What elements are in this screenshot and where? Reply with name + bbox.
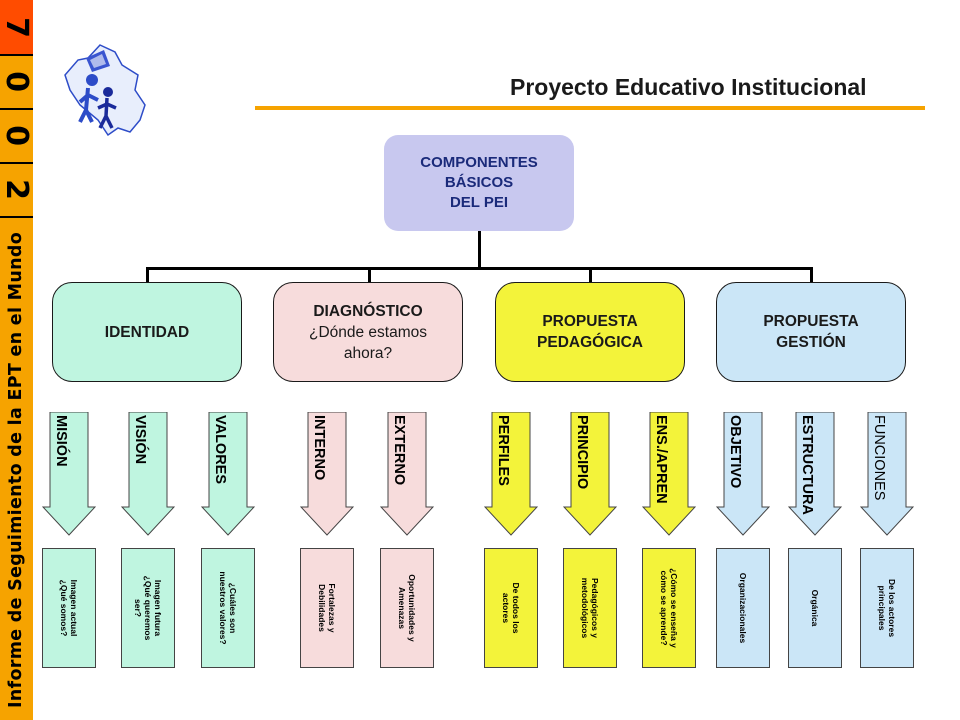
arrow-label: FUNCIONES: [871, 415, 887, 501]
year-digit: 0: [0, 70, 34, 92]
detail-box-interno: Fortalezas y Debilidades: [300, 548, 354, 668]
connector-drop: [810, 267, 813, 282]
branch-propuesta-gestion: PROPUESTA GESTIÓN: [716, 282, 906, 382]
branch-diagnostico: DIAGNÓSTICO ¿Dónde estamos ahora?: [273, 282, 463, 382]
detail-box-externo: Oportunidades y Amenazas: [380, 548, 434, 668]
sidebar-title-text: Informe de Seguimiento de la EPT en el M…: [6, 231, 26, 709]
arrow-label: PRINCIPIO: [574, 415, 590, 490]
connector-drop: [146, 267, 149, 282]
detail-box-estructura: Orgánica: [788, 548, 842, 668]
detail-box-perfiles: De todos los actores: [484, 548, 538, 668]
branch-propuesta-pedagogica: PROPUESTA PEDAGÓGICA: [495, 282, 685, 382]
detail-text: ¿Cómo se enseña y cómo se aprende?: [659, 568, 679, 648]
year-digit: 0: [0, 124, 34, 146]
detail-text: Orgánica: [810, 589, 820, 627]
branch-label: PROPUESTA PEDAGÓGICA: [537, 313, 643, 351]
detail-box-valores: ¿Cuáles son nuestros valores?: [201, 548, 255, 668]
detail-text: Pedagógicos y metodológicos: [580, 577, 600, 639]
detail-text: Oportunidades y Amenazas: [397, 574, 417, 642]
arrow-label: OBJETIVO: [727, 415, 743, 489]
peru-map-logo: [64, 44, 146, 137]
detail-box-funciones: De los actores principales: [860, 548, 914, 668]
detail-text: Organizacionales: [738, 572, 748, 644]
branch-label: DIAGNÓSTICO: [313, 302, 423, 320]
year-digit: 2: [0, 178, 34, 200]
detail-box-mision: Imagen actual ¿Qué somos?: [42, 548, 96, 668]
branch-label: PROPUESTA GESTIÓN: [763, 313, 859, 351]
connector-vertical: [478, 231, 481, 268]
branch-identidad: IDENTIDAD: [52, 282, 242, 382]
title-underline: [255, 106, 925, 110]
sidebar-band: 7 0 0 2 Informe de Seguimiento de la EPT…: [0, 0, 34, 720]
page-title: Proyecto Educativo Institucional: [510, 74, 867, 100]
detail-box-ens-apren: ¿Cómo se enseña y cómo se aprende?: [642, 548, 696, 668]
branch-sublabel: ¿Dónde estamos ahora?: [308, 323, 428, 362]
year-digit-box: 2: [0, 162, 34, 218]
arrow-label: VISIÓN: [132, 415, 148, 465]
detail-box-objetivo: Organizacionales: [716, 548, 770, 668]
branch-label: IDENTIDAD: [104, 323, 190, 341]
year-digit-box: 7: [0, 0, 34, 56]
arrow-label: PERFILES: [495, 415, 511, 486]
arrow-label: ESTRUCTURA: [799, 415, 815, 515]
arrow-label: MISIÓN: [53, 415, 69, 467]
detail-text: De todos los actores: [501, 582, 521, 634]
detail-text: Imagen actual ¿Qué somos?: [59, 579, 79, 637]
arrow-label: ENS./APREN: [653, 415, 669, 504]
connector-drop: [589, 267, 592, 282]
detail-text: Imagen futura ¿Qué queremos ser?: [133, 575, 163, 641]
detail-text: ¿Cuáles son nuestros valores?: [218, 571, 238, 645]
detail-box-vision: Imagen futura ¿Qué queremos ser?: [121, 548, 175, 668]
year-digit-box: 0: [0, 54, 34, 110]
year-digit-box: 0: [0, 108, 34, 164]
detail-box-principio: Pedagógicos y metodológicos: [563, 548, 617, 668]
year-digit: 7: [0, 16, 34, 38]
connector-horizontal: [146, 267, 812, 270]
arrow-label: INTERNO: [311, 415, 327, 481]
root-node: COMPONENTES BÁSICOS DEL PEI: [384, 135, 574, 231]
arrow-label: VALORES: [212, 415, 228, 485]
detail-text: De los actores principales: [877, 578, 897, 638]
detail-text: Fortalezas y Debilidades: [317, 583, 337, 633]
arrow-label: EXTERNO: [391, 415, 407, 486]
connector-drop: [368, 267, 371, 282]
